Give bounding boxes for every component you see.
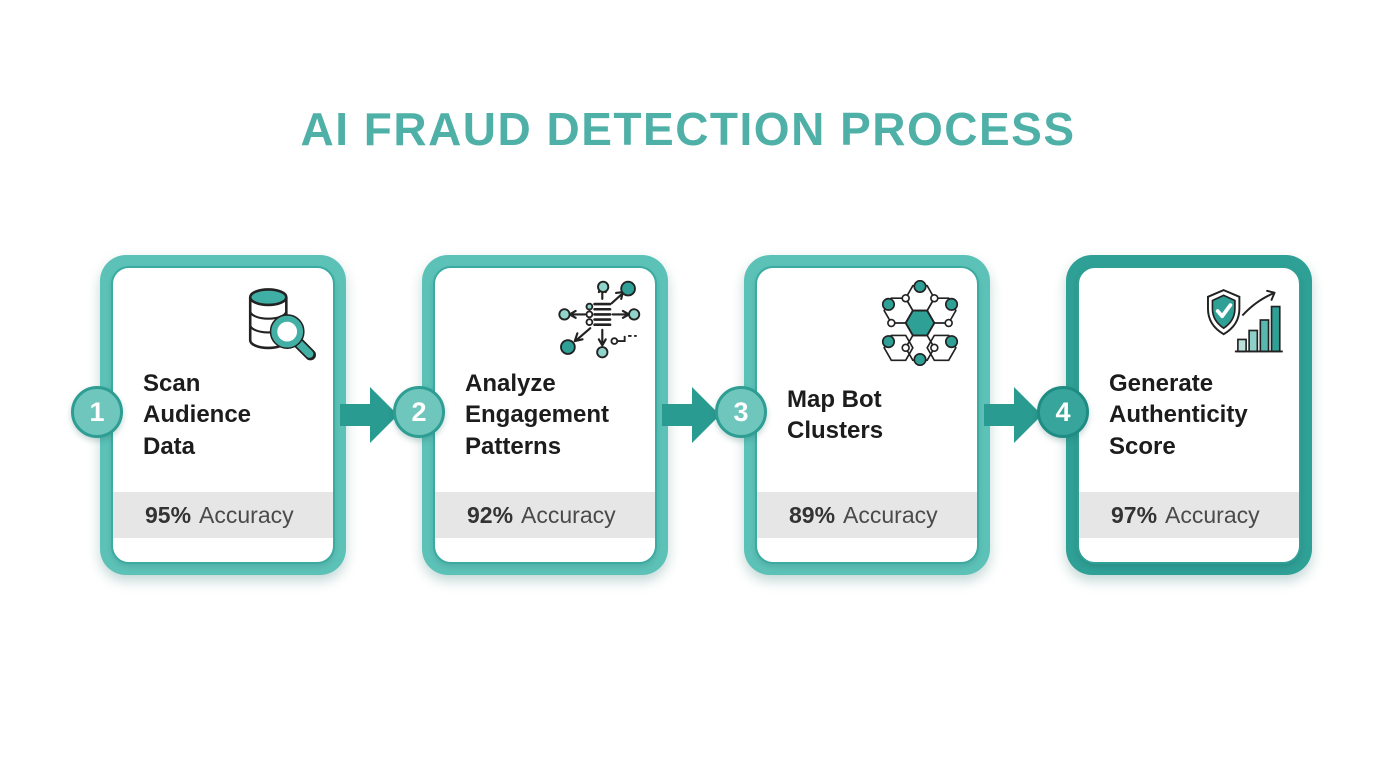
arrow-right-icon <box>984 387 1042 443</box>
process-flow: Scan Audience Data 95% Accuracy 1 <box>71 255 1312 575</box>
step-card-3: Map Bot Clusters 89% Accuracy 3 <box>715 255 990 575</box>
shield-growth-icon <box>1199 280 1285 366</box>
step-title: Generate Authenticity Score <box>1109 370 1248 460</box>
step-inner-card: Scan Audience Data 95% Accuracy <box>111 266 335 564</box>
accuracy-label: Accuracy <box>521 501 616 528</box>
step-number-badge: 2 <box>393 386 445 438</box>
accuracy-strip: 92% Accuracy <box>435 492 655 538</box>
arrow-right-icon <box>662 387 720 443</box>
step-title-zone: Analyze Engagement Patterns <box>435 268 655 562</box>
step-card-1: Scan Audience Data 95% Accuracy 1 <box>71 255 346 575</box>
step-number-badge: 1 <box>71 386 123 438</box>
step-title: Scan Audience Data <box>143 370 252 460</box>
accuracy-label: Accuracy <box>843 501 938 528</box>
database-search-icon <box>233 280 319 366</box>
accuracy-strip: 89% Accuracy <box>757 492 977 538</box>
step-title: Map Bot Clusters <box>787 385 884 444</box>
accuracy-label: Accuracy <box>1165 501 1260 528</box>
step-inner-card: Map Bot Clusters 89% Accuracy <box>755 266 979 564</box>
accuracy-strip: 97% Accuracy <box>1079 492 1299 538</box>
flow-connector-3 <box>984 255 1066 575</box>
flow-connector-1 <box>340 255 422 575</box>
engagement-network-icon <box>555 280 641 366</box>
flow-connector-2 <box>662 255 744 575</box>
step-card-4: Generate Authenticity Score 97% Accuracy… <box>1037 255 1312 575</box>
step-title-zone: Scan Audience Data <box>113 268 333 562</box>
accuracy-value: 92% <box>467 501 514 528</box>
bot-cluster-icon <box>877 280 963 366</box>
page-title: AI FRAUD DETECTION PROCESS <box>300 103 1076 155</box>
accuracy-value: 97% <box>1111 501 1158 528</box>
step-title: Analyze Engagement Patterns <box>465 370 610 460</box>
step-card-2: Analyze Engagement Patterns 92% Accuracy… <box>393 255 668 575</box>
step-number-badge: 4 <box>1037 386 1089 438</box>
accuracy-label: Accuracy <box>199 501 294 528</box>
step-inner-card: Analyze Engagement Patterns 92% Accuracy <box>433 266 657 564</box>
arrow-right-icon <box>340 387 398 443</box>
accuracy-value: 95% <box>145 501 192 528</box>
step-number-badge: 3 <box>715 386 767 438</box>
step-title-zone: Generate Authenticity Score <box>1079 268 1299 562</box>
step-inner-card: Generate Authenticity Score 97% Accuracy <box>1077 266 1301 564</box>
step-title-zone: Map Bot Clusters <box>757 268 977 562</box>
accuracy-value: 89% <box>789 501 836 528</box>
accuracy-strip: 95% Accuracy <box>113 492 333 538</box>
